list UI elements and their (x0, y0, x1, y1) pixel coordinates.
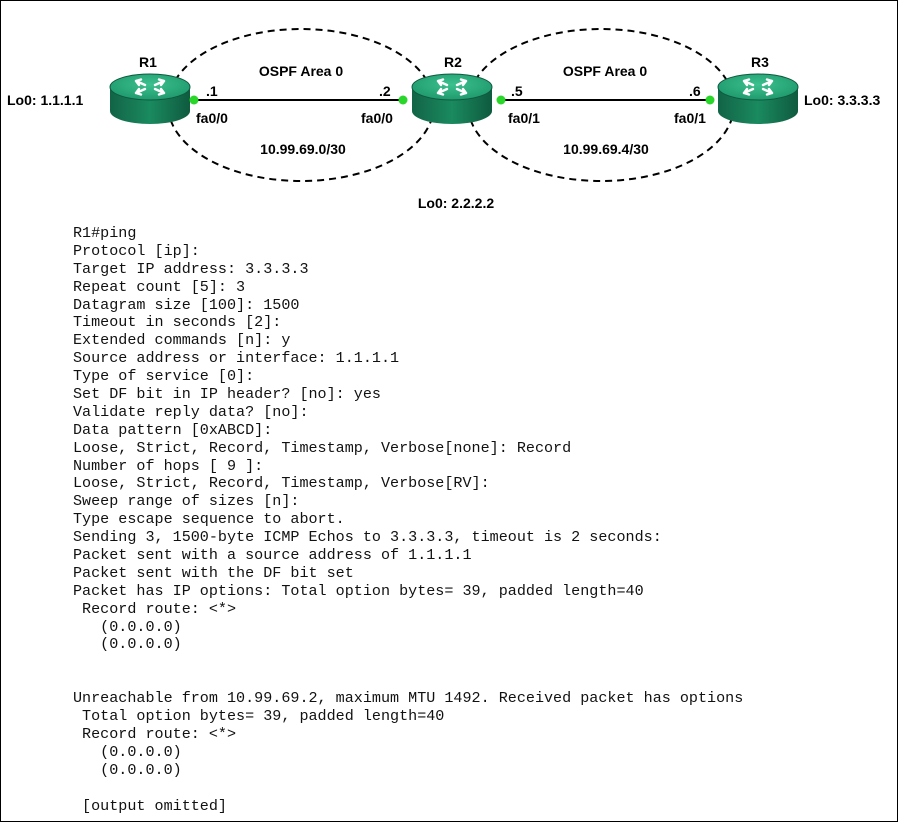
ospf-area-label-2: OSPF Area 0 (563, 63, 648, 79)
console-line: Packet sent with a source address of 1.1… (73, 546, 472, 565)
console-line (73, 672, 743, 690)
console-line: Type of service [0]: (73, 367, 255, 386)
interface-label-r2-fa0-0: fa0/0 (361, 110, 393, 126)
console-line: Sending 3, 1500-byte ICMP Echos to 3.3.3… (73, 528, 662, 547)
console-line: Loose, Strict, Record, Timestamp, Verbos… (73, 474, 490, 493)
console-line: Extended commands [n]: y (73, 331, 291, 350)
interface-dot-r2-fa0-1 (496, 95, 506, 105)
console-line: Sweep range of sizes [n]: (73, 492, 300, 511)
console-line: (0.0.0.0) (73, 617, 182, 636)
host-label-r1-fa0-0: .1 (206, 83, 218, 99)
console-line: Record route: <*> (73, 599, 237, 618)
router-r1-name: R1 (139, 54, 157, 70)
ospf-area-label-1: OSPF Area 0 (259, 63, 344, 79)
host-label-r2-fa0-0: .2 (379, 83, 391, 99)
ospf-area-ellipse-1 (167, 28, 435, 182)
router-r3-loopback: Lo0: 3.3.3.3 (804, 92, 880, 108)
console-line: Protocol [ip]: (73, 241, 200, 260)
console-line: Loose, Strict, Record, Timestamp, Verbos… (73, 438, 572, 457)
subnet-label-1: 10.99.69.0/30 (260, 141, 346, 157)
subnet-label-2: 10.99.69.4/30 (563, 141, 649, 157)
console-line: Type escape sequence to abort. (73, 510, 345, 529)
console-line: (0.0.0.0) (73, 742, 182, 761)
router-r2-icon (411, 73, 493, 124)
console-line: Number of hops [ 9 ]: (73, 456, 264, 475)
interface-label-r3-fa0-1: fa0/1 (674, 110, 706, 126)
router-r2-loopback: Lo0: 2.2.2.2 (418, 195, 494, 211)
console-line: Data pattern [0xABCD]: (73, 420, 273, 439)
router-r2-name: R2 (444, 54, 462, 70)
network-topology-diagram: R1 R2 R3 Lo0: 1.1.1.1 Lo0: 2.2.2.2 Lo0: … (7, 28, 880, 211)
router-r3-name: R3 (751, 54, 769, 70)
console-line: Set DF bit in IP header? [no]: yes (73, 385, 381, 404)
console-line (73, 654, 743, 672)
console-line: Timeout in seconds [2]: (73, 313, 282, 332)
interface-dot-r3-fa0-1 (705, 95, 715, 105)
interface-dot-r1-fa0-0 (189, 95, 199, 105)
console-line: (0.0.0.0) (73, 635, 182, 654)
console-line: [output omitted] (73, 796, 227, 815)
interface-label-r2-fa0-1: fa0/1 (508, 110, 540, 126)
console-line: Validate reply data? [no]: (73, 402, 309, 421)
ping-console-output: R1#ping Protocol [ip]: Target IP address… (73, 224, 744, 815)
router-r3-icon (717, 73, 799, 124)
interface-dot-r2-fa0-0 (398, 95, 408, 105)
console-line: Source address or interface: 1.1.1.1 (73, 349, 400, 368)
console-line: Packet has IP options: Total option byte… (73, 581, 644, 600)
console-line: (0.0.0.0) (73, 760, 182, 779)
console-line (73, 780, 743, 798)
host-label-r2-fa0-1: .5 (511, 83, 523, 99)
console-line: Datagram size [100]: 1500 (73, 295, 300, 314)
console-line: Repeat count [5]: 3 (73, 277, 246, 296)
console-line: Unreachable from 10.99.69.2, maximum MTU… (73, 689, 744, 708)
interface-label-r1-fa0-0: fa0/0 (196, 110, 228, 126)
ospf-area-ellipse-2 (467, 28, 735, 182)
console-line: Target IP address: 3.3.3.3 (73, 259, 309, 278)
console-line: R1#ping (73, 224, 137, 242)
console-line: Total option bytes= 39, padded length=40 (73, 707, 445, 726)
console-line: Packet sent with the DF bit set (73, 563, 354, 582)
host-label-r3-fa0-1: .6 (689, 83, 701, 99)
router-r1-icon (109, 73, 191, 124)
console-line: Record route: <*> (73, 724, 237, 743)
router-r1-loopback: Lo0: 1.1.1.1 (7, 92, 83, 108)
